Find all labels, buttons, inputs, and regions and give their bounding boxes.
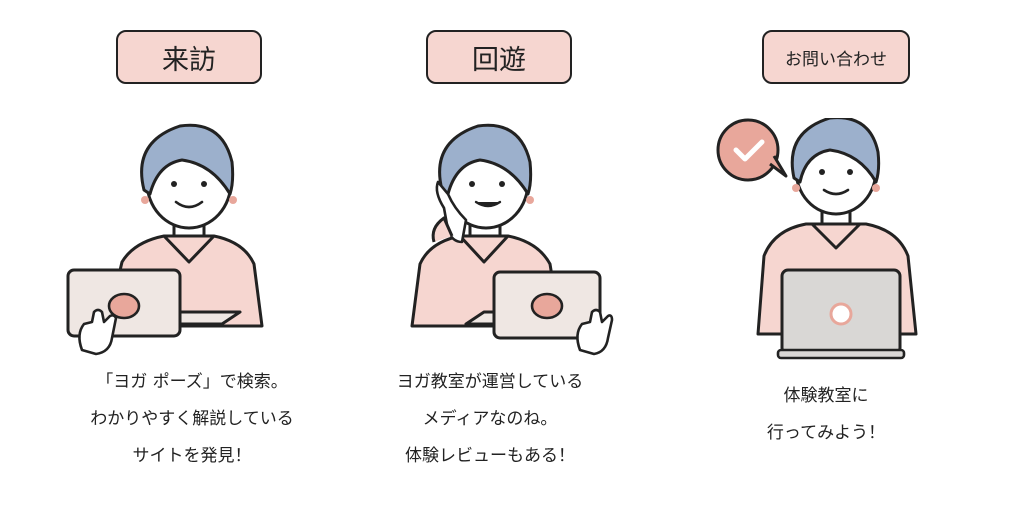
step-browse: 回遊 [340,0,640,529]
step-caption-visit: 「ヨガ ポーズ」で検索。 わかりやすく解説している サイトを発見！ [42,364,342,475]
caption-line: 「ヨガ ポーズ」で検索。 [96,372,288,392]
step-caption-browse: ヨガ教室が運営している メディアなのね。 体験レビューもある！ [340,364,640,475]
caption-line: サイトを発見！ [132,446,252,466]
step-visit: 来訪 [42,0,342,529]
step-label-browse: 回遊 [426,30,572,84]
caption-line: わかりやすく解説している [90,409,294,429]
caption-line: メディアなのね。 [422,409,558,429]
caption-line: 体験教室に [783,386,869,406]
person-thinking-with-laptop-icon [404,112,614,357]
caption-line: 体験レビューもある！ [405,446,575,466]
person-with-laptop-icon [62,112,302,357]
caption-line: ヨガ教室が運営している [396,372,584,392]
step-label-inquiry: お問い合わせ [762,30,910,84]
step-label-visit: 来訪 [116,30,262,84]
step-inquiry: お問い合わせ [686,0,986,529]
caption-line: 行ってみよう！ [766,423,886,443]
step-caption-inquiry: 体験教室に 行ってみよう！ [676,378,976,452]
person-sending-inquiry-icon [712,118,932,363]
check-speech-bubble-icon [716,118,788,182]
